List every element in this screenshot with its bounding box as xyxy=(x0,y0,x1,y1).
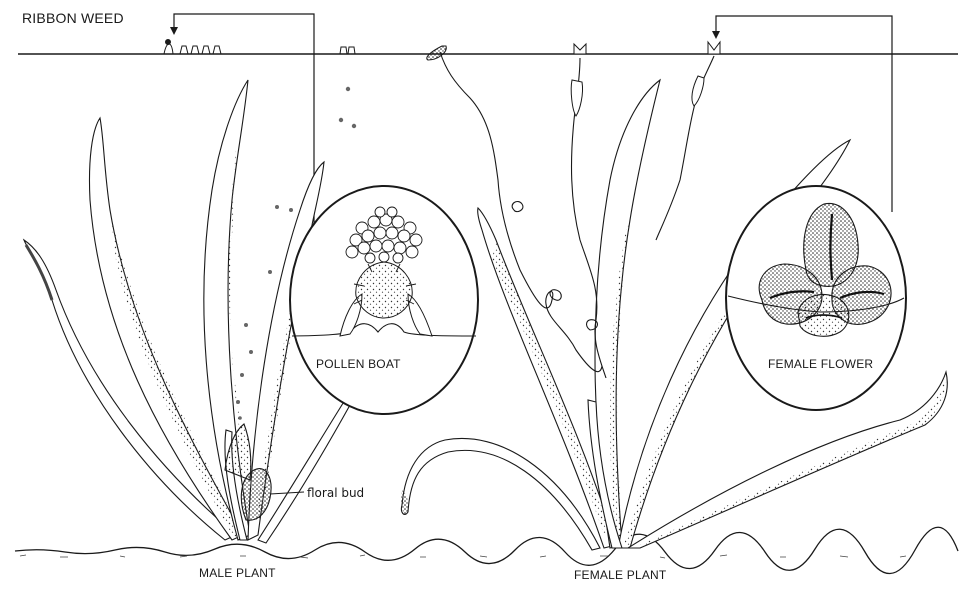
pollen-boat-inset xyxy=(290,186,478,414)
female-plant-label: FEMALE PLANT xyxy=(574,568,666,582)
male-plant-label: MALE PLANT xyxy=(199,566,276,580)
floating-pollen-boats xyxy=(164,40,355,55)
ground-texture xyxy=(20,555,906,558)
female-flower-label: FEMALE FLOWER xyxy=(768,357,873,371)
female-flower-buds-stalk xyxy=(427,42,720,116)
male-arrow-head xyxy=(170,27,178,35)
female-flower-inset xyxy=(726,186,906,410)
ground-line xyxy=(15,527,958,573)
female-arrow-head xyxy=(712,31,720,39)
pollen-boat-label: POLLEN BOAT xyxy=(316,357,401,371)
diagram-title: RIBBON WEED xyxy=(22,10,124,26)
floral-bud-label: floral bud xyxy=(307,486,364,500)
